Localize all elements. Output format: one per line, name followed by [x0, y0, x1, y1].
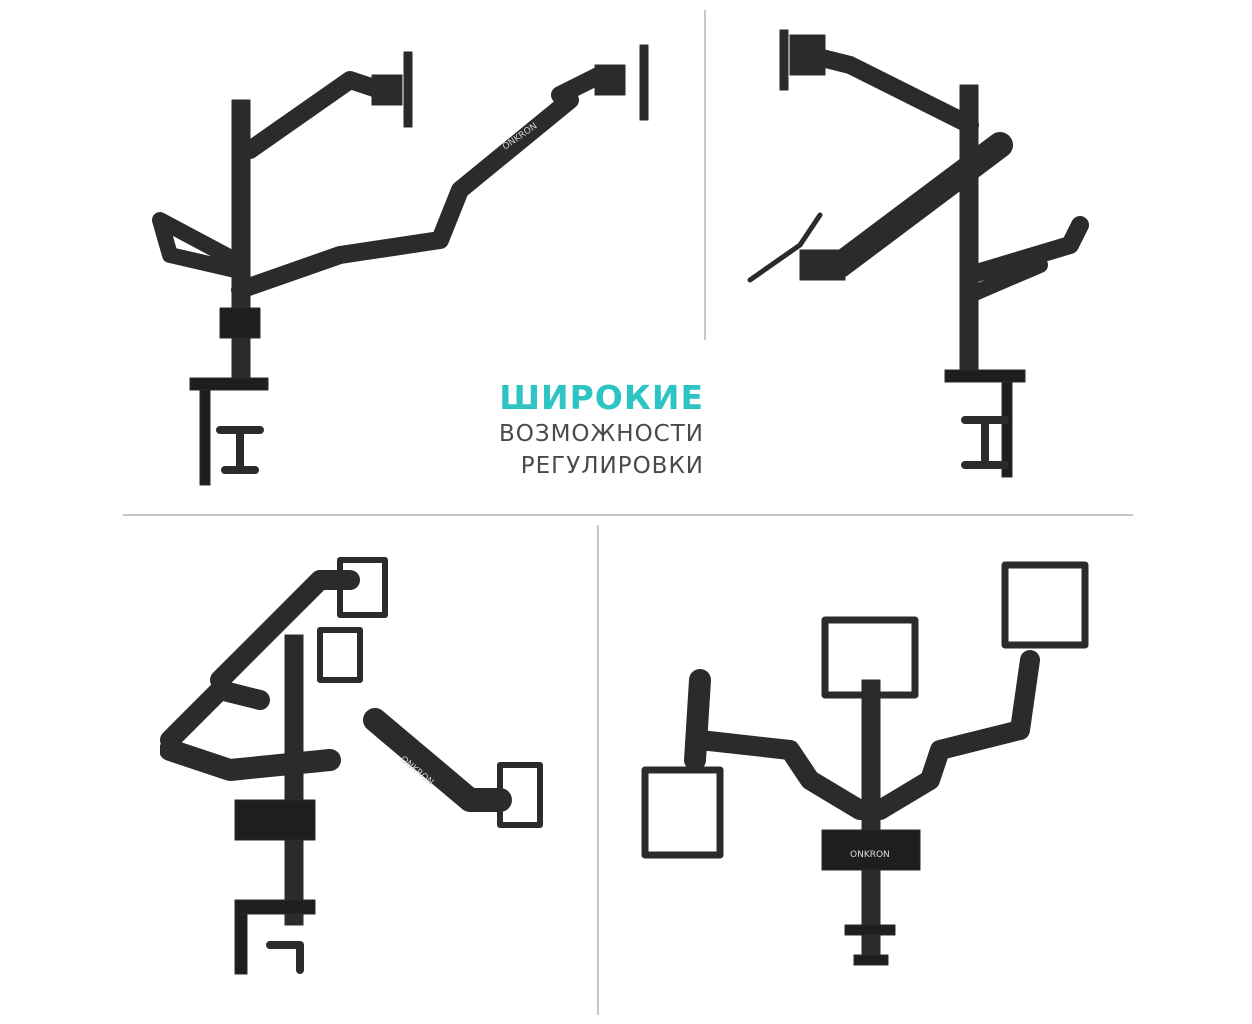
- monitor-arm-image-bottom-left: ONKRON: [160, 557, 543, 975]
- headline-line3: РЕГУЛИРОВКИ: [520, 453, 704, 479]
- vertical-divider-bottom: [597, 525, 599, 1015]
- monitor-arm-image-top-left: ONKRON: [152, 44, 649, 486]
- monitor-arm-image-bottom-right: ONKRON: [641, 561, 1089, 966]
- brand-logo: ONKRON: [850, 850, 890, 860]
- headline-line2: ВОЗМОЖНОСТИ: [498, 421, 704, 447]
- headline: ШИРОКИЕ ВОЗМОЖНОСТИ РЕГУЛИРОВКИ: [499, 378, 704, 482]
- horizontal-divider: [123, 514, 1133, 516]
- monitor-arm-image-top-right: [747, 29, 1089, 478]
- vertical-divider-top: [704, 10, 706, 340]
- headline-line1: ШИРОКИЕ: [499, 378, 704, 417]
